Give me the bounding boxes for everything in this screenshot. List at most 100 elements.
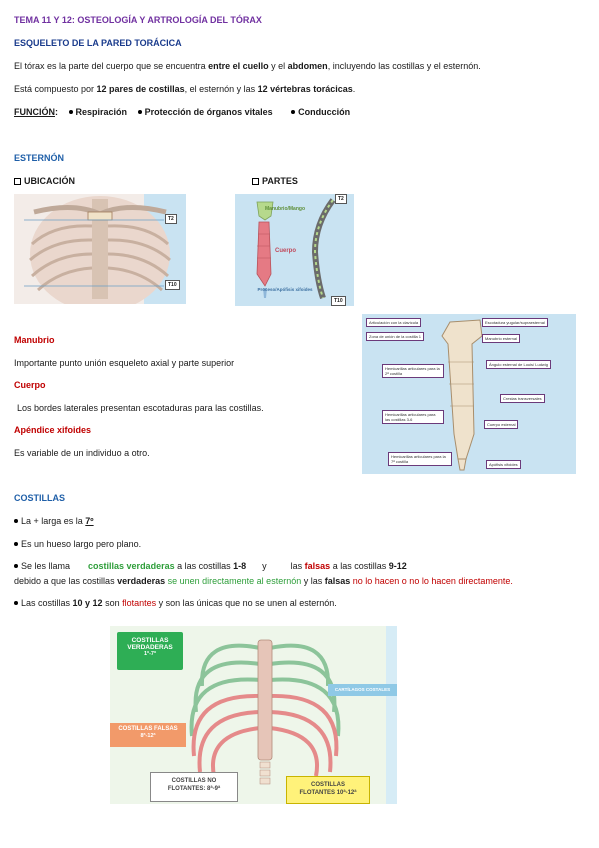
funcion-colon: : (55, 107, 58, 117)
skeleton-torso-illustration (24, 194, 186, 304)
l3-verdaderas: costillas verdaderas (88, 561, 175, 571)
l1-text: La + larga es la (21, 516, 86, 526)
p1-text-e: , incluyendo las costillas y el esternón… (327, 61, 481, 71)
ribcage-illustration (189, 626, 397, 804)
cuerpo-text: Los bordes laterales presentan escotadur… (17, 403, 264, 413)
falsas-label: COSTILLAS FALSAS (118, 726, 178, 732)
funcion-line: FUNCIÓN: Respiración Protección de órgan… (14, 107, 350, 117)
l4-bold-e: falsas (324, 576, 351, 586)
verdaderas-range: 1ª-7ª (143, 651, 157, 657)
label-angulo-esternal: Ángulo esternal de Louis/ Ludwig (486, 360, 551, 369)
l3-bold-d: 1-8 (233, 561, 247, 571)
l3-falsas: falsas (304, 561, 331, 571)
costillas-line-1: La + larga es la 7º (14, 516, 94, 526)
bullet-icon (137, 110, 142, 114)
ubicacion-label: UBICACIÓN (24, 176, 75, 186)
p1-bold-b: entre el cuello (208, 61, 269, 71)
section-heading-costillas: COSTILLAS (14, 493, 65, 503)
p2-bold-d: 12 vértebras torácicas (257, 84, 353, 94)
bullet-icon (68, 110, 73, 114)
paragraph-torax: El tórax es la parte del cuerpo que se e… (14, 61, 481, 71)
label-apofisis-xifoides: Apófisis xifoides (486, 460, 521, 469)
l2-text: Es un hueso largo pero plano. (21, 539, 142, 549)
l3-text-e: y (262, 561, 267, 571)
esternon-partes-image: Manubrio/Mango Cuerpo Proceso/Apófisis x… (235, 194, 354, 306)
l4-green-c: se unen directamente al esternón (165, 576, 302, 586)
l4-text-a: debido a que las costillas (14, 576, 118, 586)
bullet-icon (14, 564, 18, 568)
xifoides-text: Es variable de un individuo a otro. (14, 448, 150, 458)
paragraph-compuesto: Está compuesto por 12 pares de costillas… (14, 84, 355, 94)
costillas-diagram-image: COSTILLAS VERDADERAS 1ª-7ª COSTILLAS FAL… (110, 626, 397, 804)
p2-text-e: . (352, 84, 356, 94)
sternum-detail-illustration (441, 319, 483, 471)
bullet-icon (14, 542, 18, 546)
checkbox-icon (252, 178, 259, 185)
label-hemicarillas-3-6: Hemicarillas articulares para las costil… (382, 410, 444, 424)
l4-red-f: no lo hacen o no lo hacen directamente. (350, 576, 513, 586)
p1-text-c: y el (268, 61, 288, 71)
costillas-line-3: Se les llama costillas verdaderas a las c… (14, 561, 407, 571)
label-manubrio: Manubrio/Mango (265, 206, 305, 212)
l3-text-a: Se les llama (21, 561, 71, 571)
label-hemicarillas-2: Hemicarillas articulares para la 2ª cost… (382, 364, 444, 378)
label-union-costilla1: Zona de unión de la costilla 1 (366, 332, 425, 341)
l3-text-c: a las costillas (174, 561, 234, 571)
costillas-line-5: Las costillas 10 y 12 son flotantes y so… (14, 598, 337, 608)
funcion-item: Protección de órganos vitales (144, 107, 273, 117)
callout-verdaderas: COSTILLAS VERDADERAS 1ª-7ª (117, 632, 183, 670)
falsas-range: 8ª-12ª (140, 733, 156, 739)
label-t10: T10 (331, 296, 346, 306)
l5-red-d: flotantes (122, 598, 157, 608)
callout-flotantes: COSTILLAS FLOTANTES 10ª-12ª (286, 776, 370, 804)
callout-no-flotantes: COSTILLAS NO FLOTANTES: 8ª-9ª (150, 772, 238, 802)
label-crestas-transversales: Crestas transversales (500, 394, 545, 403)
esternon-detalle-image: Articulación con la clavícula Zona de un… (362, 314, 576, 474)
label-t10: T10 (165, 280, 180, 290)
l3-bold-i: 9-12 (388, 561, 407, 571)
l3-text-h: a las costillas (330, 561, 389, 571)
costillas-line-4: debido a que las costillas verdaderas se… (14, 576, 513, 586)
section-heading-esqueleto: ESQUELETO DE LA PARED TORÁCICA (14, 38, 182, 48)
funcion-label: FUNCIÓN (14, 107, 55, 117)
bullet-icon (14, 519, 18, 523)
l5-text-a: Las costillas (21, 598, 73, 608)
esternon-ubicacion-image: T2 T10 (14, 194, 186, 304)
p2-text-a: Está compuesto por (14, 84, 97, 94)
label-hemicarillas-7: Hemicarillas articulares para la 7ª cost… (388, 452, 452, 466)
manubrio-text: Importante punto unión esqueleto axial y… (14, 358, 235, 368)
l1-bold: 7º (85, 516, 94, 526)
checkbox-icon (14, 178, 21, 185)
manubrio-heading: Manubrio (14, 335, 55, 345)
cuerpo-heading: Cuerpo (14, 380, 46, 390)
l5-bold-b: 10 y 12 (72, 598, 103, 608)
xifoides-heading: Apéndice xifoides (14, 425, 92, 435)
p1-text-a: El tórax es la parte del cuerpo que se e… (14, 61, 209, 71)
ubicacion-heading: UBICACIÓN (14, 176, 75, 186)
funcion-item: Conducción (298, 107, 351, 117)
callout-falsas: COSTILLAS FALSAS 8ª-12ª (110, 723, 186, 747)
p1-bold-d: abdomen (287, 61, 328, 71)
sternum-parts-illustration (256, 198, 336, 299)
callout-cartilagos: CARTÍLAGOS COSTALES (328, 684, 397, 696)
bullet-icon (291, 110, 296, 114)
l4-text-d: y las (301, 576, 325, 586)
l4-bold-b: verdaderas (117, 576, 166, 586)
label-escotadura-yugular: Escotadura yugular/supraesternal (482, 318, 548, 327)
label-cuerpo-esternal: Cuerpo esternal (484, 420, 519, 429)
partes-heading: PARTES (252, 176, 298, 186)
p2-text-c: , el esternón y las (184, 84, 258, 94)
l3-text-f: las (290, 561, 305, 571)
page-title: TEMA 11 Y 12: OSTEOLOGÍA Y ARTROLOGÍA DE… (14, 15, 262, 25)
label-t2: T2 (165, 214, 177, 224)
label-articulacion-clavicula: Articulación con la clavícula (366, 318, 422, 327)
funcion-item: Respiración (75, 107, 128, 117)
bullet-icon (14, 601, 18, 605)
label-proceso: Proceso/Apófisis xifoides (257, 287, 313, 292)
l5-text-c: son (102, 598, 123, 608)
label-t2: T2 (335, 194, 347, 204)
label-manubrio-esternal: Manubrio esternal (482, 334, 521, 343)
costillas-line-2: Es un hueso largo pero plano. (14, 539, 141, 549)
verdaderas-label: COSTILLAS VERDADERAS (127, 637, 173, 651)
l5-text-e: y son las únicas que no se unen al ester… (156, 598, 337, 608)
